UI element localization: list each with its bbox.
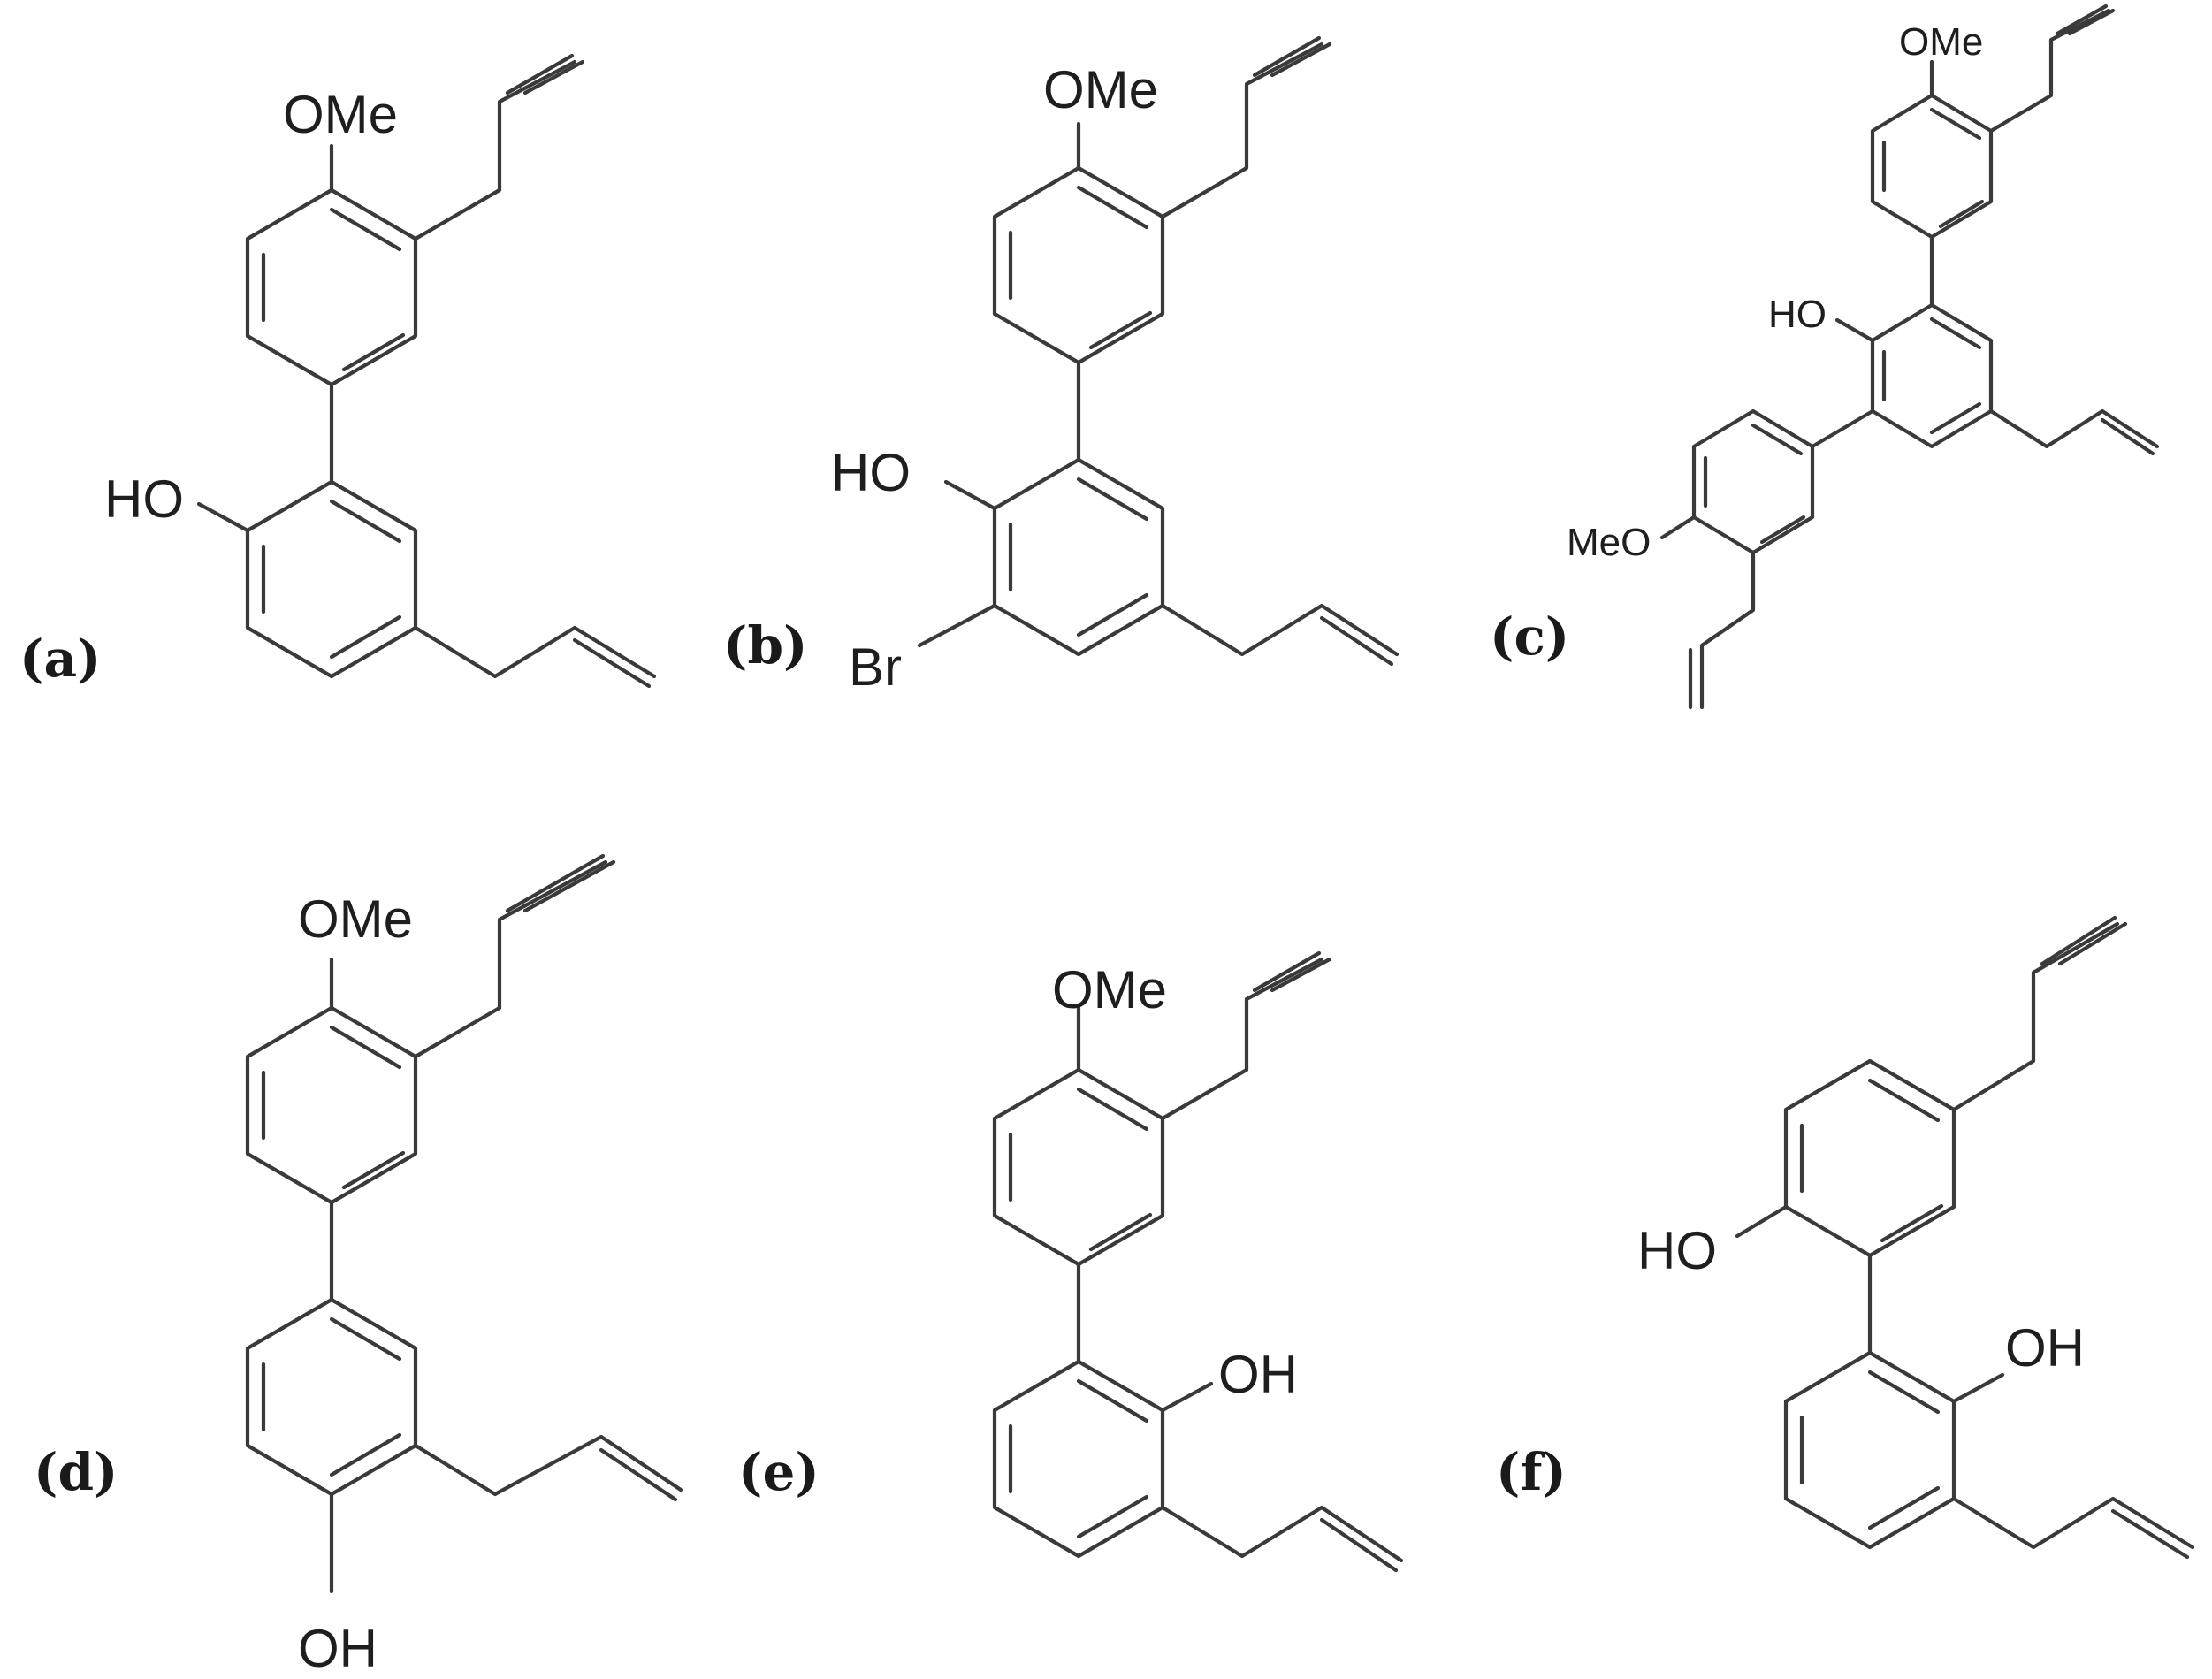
ome-label-c: OMe <box>1899 20 1983 64</box>
structure-b: OMe HO Br (b) <box>723 35 1400 697</box>
label-a: (a) <box>19 629 101 689</box>
ome-label-a: OMe <box>283 85 398 144</box>
ho-label-a: HO <box>104 469 184 529</box>
structure-f: HO OH (f) <box>1496 915 2195 1560</box>
structure-e: OMe OH (e) <box>738 950 1404 1573</box>
oh-label-f: OH <box>2005 1318 2085 1378</box>
structure-d: OMe OH (d) <box>34 853 683 1678</box>
structure-a: OMe HO (a) <box>19 53 657 689</box>
ome-label-e: OMe <box>1052 960 1167 1019</box>
oh-label-d: OH <box>298 1619 378 1678</box>
ho-label-f: HO <box>1637 1221 1717 1280</box>
label-d: (d) <box>34 1442 118 1502</box>
br-label-b: Br <box>849 637 902 697</box>
oh-label-e: OH <box>1218 1345 1298 1404</box>
ho-label-b: HO <box>831 443 911 502</box>
label-c: (c) <box>1490 607 1569 667</box>
label-b: (b) <box>723 615 807 675</box>
label-f: (f) <box>1496 1442 1567 1502</box>
ho-label-c: HO <box>1768 293 1827 336</box>
ome-label-d: OMe <box>298 889 413 949</box>
meo-label-c: MeO <box>1567 521 1651 564</box>
label-e: (e) <box>738 1442 820 1502</box>
ome-label-b: OMe <box>1043 60 1158 119</box>
structure-c: OMe HO MeO (c) <box>1490 4 2160 710</box>
